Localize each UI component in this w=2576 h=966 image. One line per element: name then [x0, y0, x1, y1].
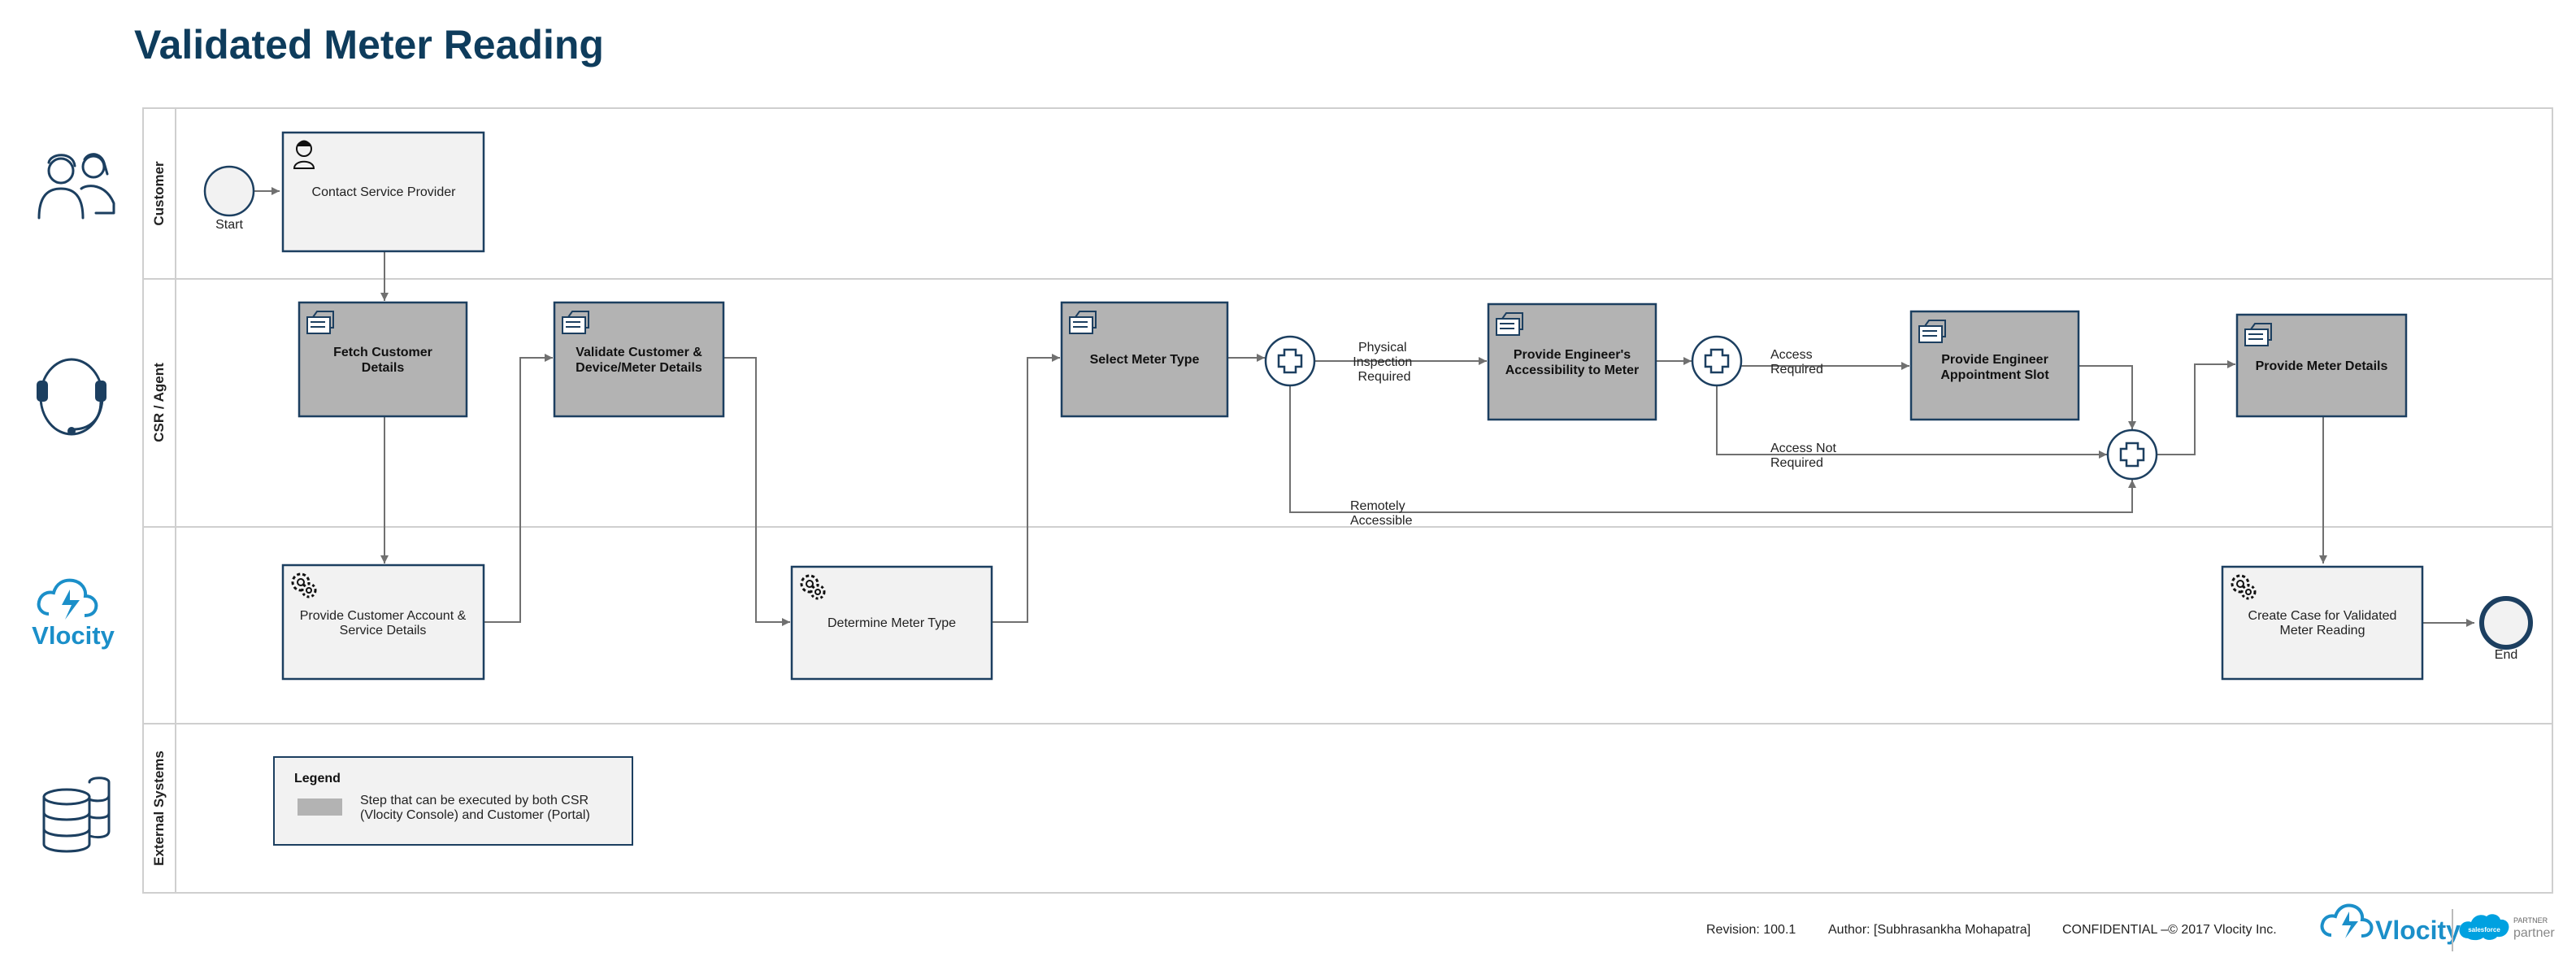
task-provide-customer-account: Provide Customer Account &Service Detail… — [281, 564, 485, 681]
swimlane-pool — [142, 107, 2553, 894]
lane-label-external-systems: External Systems — [151, 751, 167, 866]
database-icon — [42, 777, 111, 853]
task-select-meter-type: Select Meter Type — [1060, 301, 1229, 418]
manual-task-icon — [1918, 320, 1946, 343]
parallel-gateway-1 — [1264, 335, 1316, 387]
manual-task-icon — [1496, 312, 1523, 336]
salesforce-partner-badge: salesforce PARTNER partner — [2459, 914, 2555, 941]
legend-swatch — [298, 798, 342, 816]
svg-text:Contact Service Provider: Contact Service Provider — [312, 185, 457, 199]
lane-label-customer: Customer — [151, 161, 167, 226]
svg-text:Provide Customer Account &Serv: Provide Customer Account &Service Detail… — [300, 609, 467, 637]
vlocity-lane-logo: Vlocity — [32, 621, 115, 650]
legend-title: Legend — [294, 772, 341, 785]
user-icon — [293, 140, 315, 169]
manual-task-icon — [306, 311, 334, 334]
gear-icon — [800, 574, 826, 600]
legend-description: Step that can be executed by both CSR(Vl… — [360, 794, 590, 822]
flow-label-access-required: Access Required — [1770, 348, 1823, 376]
gear-icon — [291, 572, 317, 598]
manual-task-icon — [2244, 323, 2272, 346]
customers-icon — [37, 153, 115, 220]
start-event — [203, 165, 255, 217]
svg-text:Determine Meter Type: Determine Meter Type — [828, 616, 956, 630]
task-determine-meter-type: Determine Meter Type — [790, 565, 993, 681]
footer-confidential: CONFIDENTIAL –© 2017 Vlocity Inc. — [2062, 923, 2277, 937]
svg-text:partner: partner — [2513, 926, 2555, 940]
vlocity-footer-logo: Vlocity — [2320, 903, 2461, 945]
task-contact-service-provider: Contact Service Provider — [281, 131, 485, 253]
agent-headset-icon — [37, 358, 106, 436]
flow-label-access-not-required: Access Not Required — [1770, 442, 1840, 470]
end-event — [2479, 596, 2533, 650]
gear-icon — [2231, 574, 2257, 600]
svg-text:Select Meter Type: Select Meter Type — [1090, 353, 1200, 367]
page-title: Validated Meter Reading — [134, 22, 604, 67]
svg-text:Validate Customer &Device/Mete: Validate Customer &Device/Meter Details — [576, 346, 702, 375]
parallel-gateway-2 — [1691, 335, 1743, 387]
flow-label-remotely-accessible: Remotely Accessible — [1350, 499, 1413, 528]
svg-text:PARTNER: PARTNER — [2513, 916, 2548, 925]
manual-task-icon — [562, 311, 589, 334]
footer-author: Author: [Subhrasankha Mohapatra] — [1828, 923, 2031, 937]
end-event-label: End — [2495, 648, 2517, 662]
manual-task-icon — [1069, 311, 1097, 334]
svg-text:Vlocity: Vlocity — [2375, 916, 2461, 945]
lane-label-csr-agent: CSR / Agent — [151, 363, 167, 442]
legend: Legend Step that can be executed by both… — [273, 756, 633, 846]
task-validate-customer-device: Validate Customer &Device/Meter Details — [553, 301, 725, 418]
sequence-flows — [254, 187, 2474, 627]
flow-label-physical-inspection: Physical Inspection Required — [1353, 341, 1415, 384]
parallel-gateway-3 — [2106, 429, 2158, 481]
svg-text:salesforce: salesforce — [2468, 926, 2500, 933]
svg-text:Provide Meter Details: Provide Meter Details — [2256, 359, 2388, 373]
footer-revision: Revision: 100.1 — [1706, 923, 1796, 937]
task-provide-meter-details: Provide Meter Details — [2235, 313, 2408, 418]
vlocity-cloud-icon — [37, 578, 98, 620]
start-event-label: Start — [215, 218, 243, 232]
